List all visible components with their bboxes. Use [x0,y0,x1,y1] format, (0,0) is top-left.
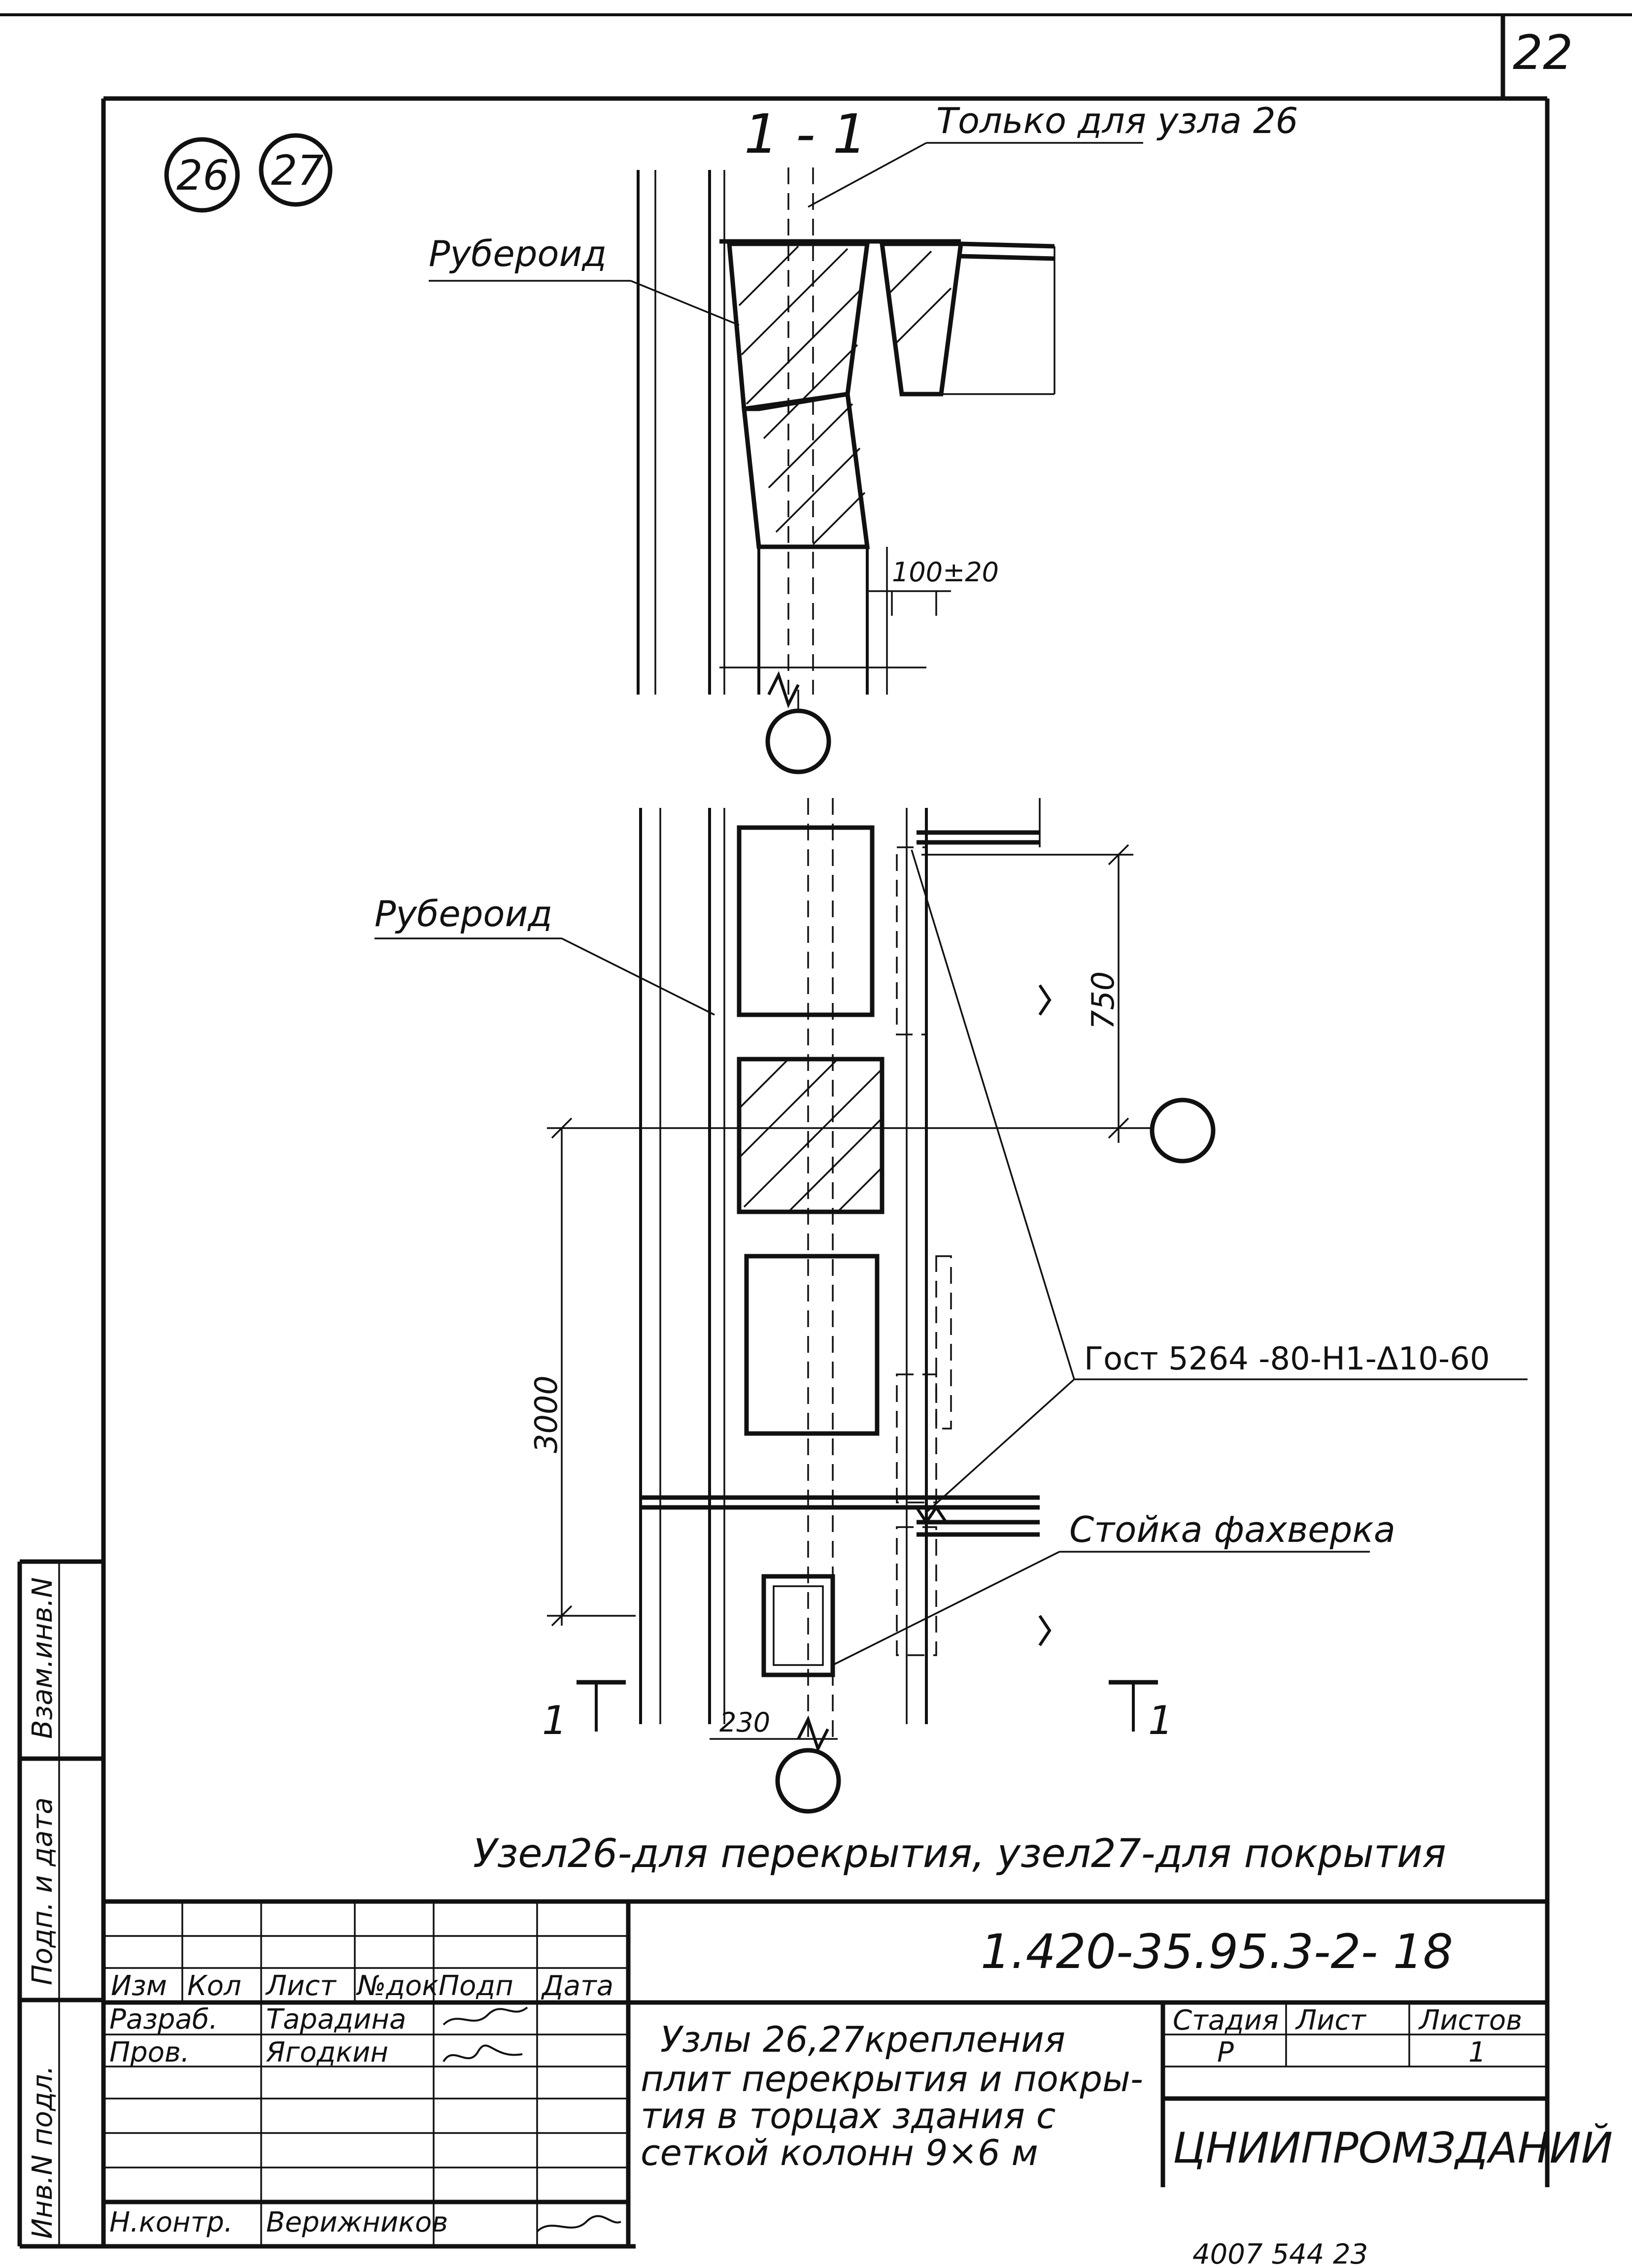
title-block-grid [17,1559,1550,2249]
drawing-caption: Узел26-для перекрытия, узел27-для покрыт… [473,1831,1446,1876]
row-name-normcontrol: Верижников [266,2206,448,2238]
ruberoid-label-mid: Рубероид [374,893,552,934]
stage-header: Стадия [1173,2004,1279,2036]
sheet-frame [0,13,1632,2249]
row-role-developed: Разраб. [109,2003,218,2035]
row-role-normcontrol: Н.контр. [109,2206,233,2238]
section-1-1-drawing [637,167,1055,774]
header-kol: Кол [187,1970,241,2002]
stage-value: Р [1217,2036,1234,2068]
dimension-750: 750 [1085,971,1121,1030]
gap-dimension: 100±20 [892,557,999,588]
frame-post-label: Стойка фахверка [1069,1509,1395,1550]
side-label-sign-date: Подп. и дата [27,1798,59,1985]
node-mark-27: 27 [271,146,324,195]
node-marks [164,133,333,213]
title-line-2: плит перекрытия и покры- [641,2058,1143,2100]
elevation-drawing [547,798,1216,1814]
row-role-checked: Пров. [109,2036,190,2068]
dimension-3000: 3000 [528,1375,564,1453]
signatures [442,2006,621,2233]
gost-weld-label: Гост 5264 -80-Н1-Δ10-60 [1084,1341,1490,1377]
header-list: Лист [265,1970,337,2002]
sheets-header: Листов [1418,2004,1522,2036]
title-line-1: Узлы 26,27крепления [660,2019,1065,2060]
organization: ЦНИИПРОМЗДАНИЙ [1173,2124,1613,2173]
side-label-inv-orig: Инв.N подл. [27,2066,59,2239]
title-line-4: сеткой колонн 9×6 м [641,2132,1038,2173]
row-name-developed: Тарадина [266,2003,406,2035]
row-name-checked: Ягодкин [266,2036,388,2068]
header-podp: Подп [439,1970,513,2002]
cut-label-left: 1 [542,1698,567,1743]
cut-label-right: 1 [1148,1698,1173,1743]
section-label: 1 - 1 [744,102,867,166]
dimension-230: 230 [719,1707,770,1738]
header-data: Дата [541,1970,613,2002]
title-line-3: тия в торцах здания с [641,2095,1055,2136]
header-izm: Изм [111,1970,167,2002]
side-label-replace-inv: Взам.инв.N [27,1577,59,1739]
page-number: 22 [1513,25,1573,80]
ruberoid-label-top: Рубероид [429,233,607,274]
sheet-header: Лист [1295,2004,1366,2036]
sheets-value: 1 [1468,2036,1486,2068]
document-code: 1.420-35.95.3-2- 18 [981,1924,1453,1979]
header-ndok: №док [356,1970,439,2002]
footer-code: 4007 544 23 [1192,2238,1368,2268]
node-mark-26: 26 [176,151,229,200]
only-for-note: Только для узла 26 [936,100,1298,141]
